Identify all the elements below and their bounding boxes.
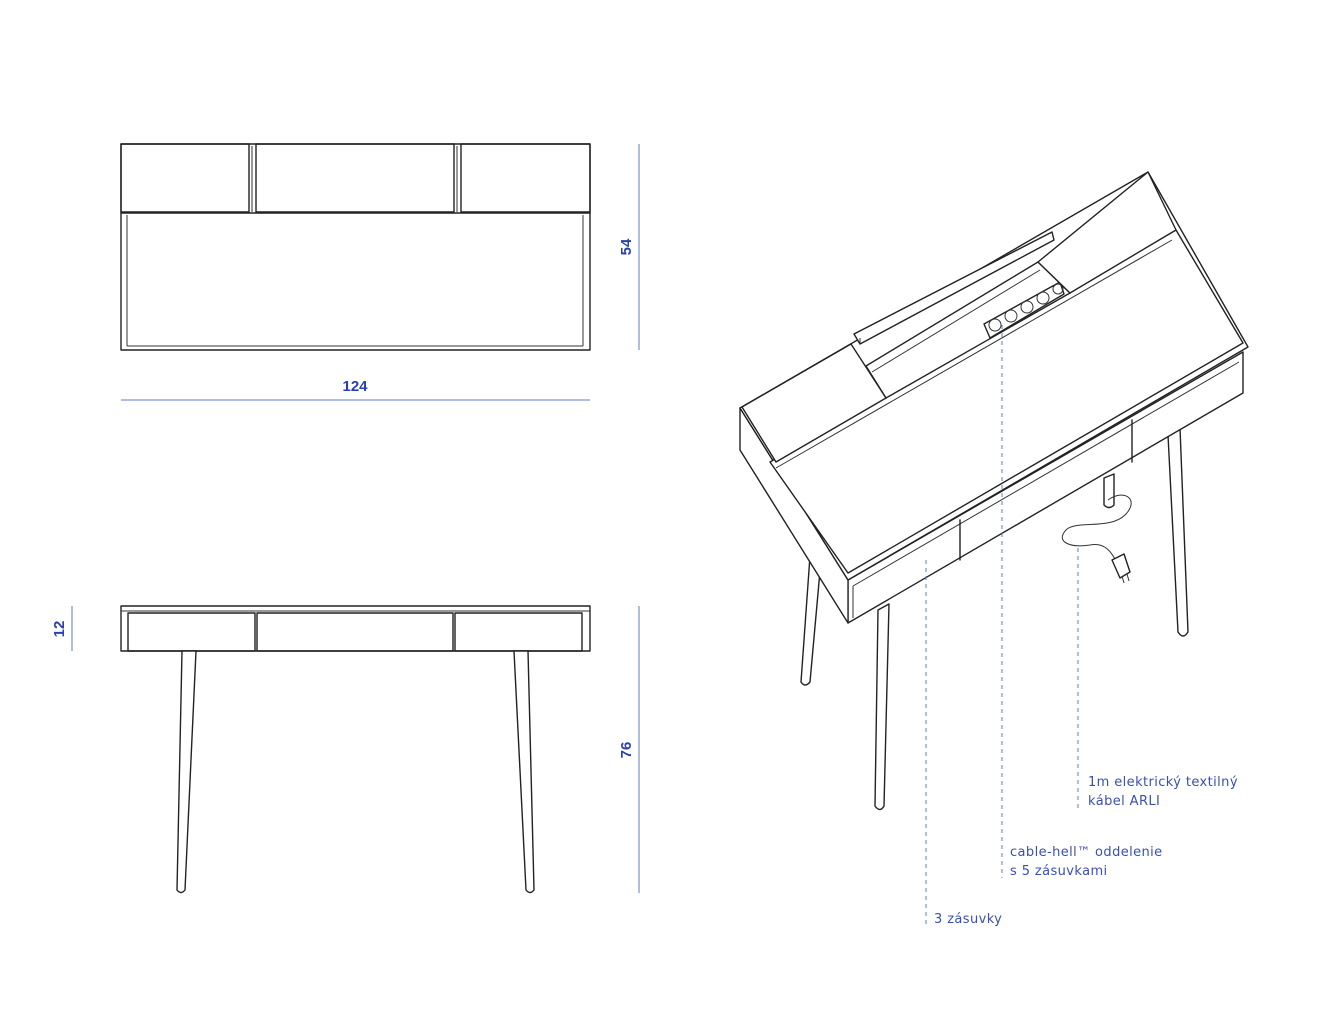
socket-5: [1052, 283, 1064, 295]
iso-right-compartment: [1037, 171, 1177, 294]
iso-front-leg: [874, 603, 890, 811]
width-dimension: 124: [121, 378, 590, 401]
cable-hell-callout: cable-hell™ oddelenie s 5 zásuvkami: [1010, 843, 1163, 881]
isometric-view: [739, 171, 1249, 811]
top-left-compartment: [120, 143, 250, 213]
cable-callout-line2: kábel ARLI: [1088, 794, 1161, 809]
socket-4: [1036, 291, 1050, 305]
depth-dimension: 54: [618, 144, 640, 350]
front-right-drawer: [454, 612, 583, 652]
height-dimension: 76: [618, 606, 640, 893]
top-right-compartment: [460, 143, 591, 213]
socket-2: [1004, 309, 1018, 323]
iso-plug: [1111, 553, 1131, 579]
drawer-height-dimension: 12: [51, 606, 73, 651]
front-right-leg: [513, 650, 535, 894]
depth-value: 54: [618, 238, 635, 255]
iso-power-cable: [1061, 494, 1132, 566]
drawers-callout: 3 zásuvky: [934, 910, 1002, 929]
iso-compartment-lid: [853, 231, 1055, 345]
top-middle-compartment: [255, 143, 455, 213]
iso-power-strip: [983, 281, 1065, 339]
front-left-drawer: [127, 612, 256, 652]
iso-back-left-leg: [800, 555, 822, 686]
drawer-height-value: 12: [51, 621, 68, 638]
cable-callout: 1m elektrický textilný kábel ARLI: [1088, 773, 1238, 811]
height-value: 76: [618, 742, 635, 759]
cable-callout-line1: 1m elektrický textilný: [1088, 775, 1238, 790]
socket-3: [1020, 300, 1034, 314]
width-value: 124: [342, 378, 368, 395]
cable-hell-callout-line1: cable-hell™ oddelenie: [1010, 845, 1163, 860]
drawers-callout-line1: 3 zásuvky: [934, 912, 1003, 927]
top-view-outline: [120, 143, 591, 351]
cable-hell-callout-line2: s 5 zásuvkami: [1010, 864, 1108, 879]
iso-middle-leg: [1103, 473, 1115, 509]
socket-1: [988, 318, 1002, 332]
front-left-leg: [176, 650, 197, 894]
top-view: [120, 143, 591, 351]
iso-back-right-leg: [1167, 427, 1189, 637]
front-middle-drawer: [256, 612, 454, 652]
front-view: [120, 605, 591, 894]
